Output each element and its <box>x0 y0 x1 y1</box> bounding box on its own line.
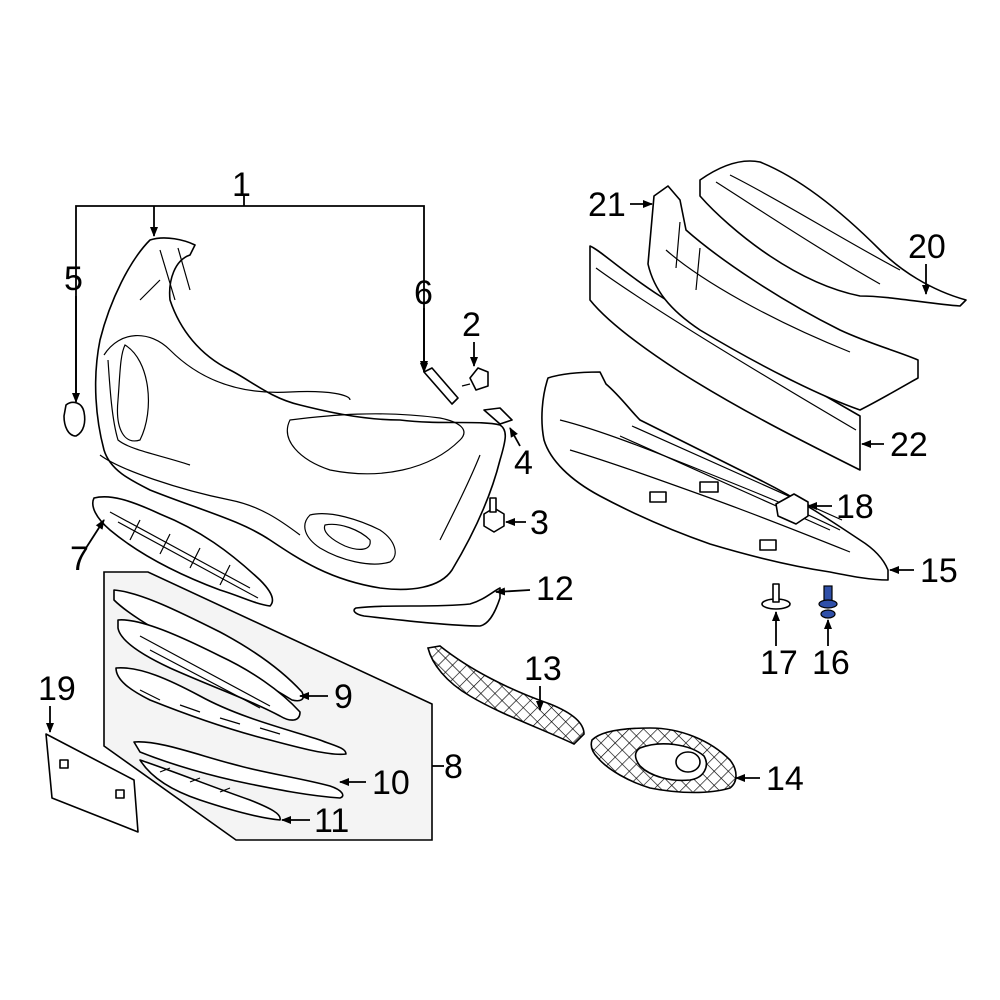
screw-2[interactable] <box>461 367 489 391</box>
bolt-16-highlighted[interactable] <box>818 585 838 619</box>
reinforcement-21[interactable] <box>647 185 919 411</box>
grille-insert-10[interactable] <box>115 667 347 756</box>
grille-insert-9[interactable] <box>113 589 305 721</box>
callout-3: 3 <box>530 504 549 542</box>
callout-12: 12 <box>536 570 574 608</box>
side-trim-12[interactable] <box>353 587 501 627</box>
bolt-3[interactable] <box>483 497 505 533</box>
callout-11: 11 <box>314 802 349 840</box>
callout-9: 9 <box>334 678 353 716</box>
impact-bar-22[interactable] <box>589 245 861 471</box>
callout-21: 21 <box>588 186 626 224</box>
grille-insert-11[interactable] <box>133 741 344 821</box>
callout-7: 7 <box>70 540 89 578</box>
callout-2: 2 <box>462 306 481 344</box>
mesh-grille-13[interactable] <box>427 645 585 745</box>
push-pin-17[interactable] <box>761 583 791 610</box>
clip-18[interactable] <box>775 493 809 525</box>
leader-lines <box>46 196 930 824</box>
callout-10: 10 <box>372 764 410 802</box>
callout-18: 18 <box>836 488 874 526</box>
callout-8: 8 <box>444 748 463 786</box>
callout-14: 14 <box>766 760 804 798</box>
callout-20: 20 <box>908 228 946 266</box>
callout-19: 19 <box>38 670 76 708</box>
lower-trim-7[interactable] <box>92 495 274 607</box>
callout-1: 1 <box>232 166 251 204</box>
trim-strip-6[interactable] <box>423 367 459 405</box>
callout-13: 13 <box>524 650 562 688</box>
fog-grille-14[interactable] <box>590 727 737 794</box>
callout-labels: 1 2 3 4 5 6 7 8 9 10 11 12 13 14 15 16 1… <box>38 166 958 840</box>
left-bracket-5[interactable] <box>63 401 86 437</box>
callout-22: 22 <box>890 426 928 464</box>
clip-4[interactable] <box>483 407 513 425</box>
callout-16: 16 <box>812 644 850 682</box>
callout-17: 17 <box>760 644 798 682</box>
callout-4: 4 <box>514 444 533 482</box>
bumper-cover[interactable] <box>94 237 507 591</box>
callout-15: 15 <box>920 552 958 590</box>
callout-6: 6 <box>414 274 433 312</box>
license-bracket-19[interactable] <box>45 733 139 833</box>
air-deflector-20[interactable] <box>699 160 967 307</box>
callout-5: 5 <box>64 260 83 298</box>
